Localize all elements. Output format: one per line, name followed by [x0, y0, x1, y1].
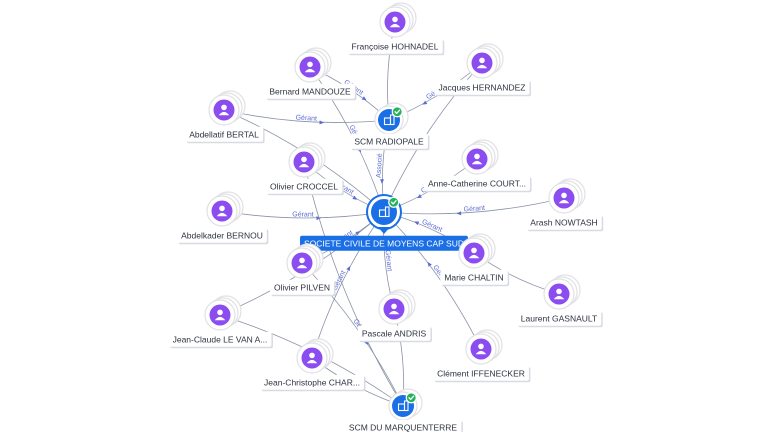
edge-label-chaltin-center: Gérant: [421, 219, 443, 234]
label-background: [423, 175, 531, 191]
edge-arrow-icon: [361, 96, 367, 101]
node-nowtash[interactable]: Arash NOWTASH: [526, 178, 604, 232]
node-label: SCM DU MARQUENTERRE: [349, 422, 457, 432]
verified-check-icon: [388, 196, 400, 208]
label-background: [433, 365, 529, 381]
node-gasnault[interactable]: Laurent GASNAULT: [516, 274, 603, 328]
person-icon: [291, 252, 313, 274]
node-chaltin[interactable]: Marie CHALTIN: [440, 233, 510, 287]
label-background: [300, 235, 468, 251]
edge-nowtash-center: [383, 197, 565, 215]
person-icon: [466, 148, 488, 170]
person-icon: [384, 11, 406, 33]
node-label: Clément IFFENECKER: [437, 368, 525, 378]
node-hohnadel[interactable]: Françoise HOHNADEL: [347, 2, 445, 56]
edge-label-radiopale-center: Associé: [376, 153, 384, 178]
label-background: [269, 279, 335, 295]
node-label: SOCIETE CIVILE DE MOYENS CAP SUD: [304, 238, 464, 248]
person-icon: [471, 52, 493, 74]
node-label: Marie CHALTIN: [444, 272, 503, 282]
node-marquenterre[interactable]: SCM DU MARQUENTERRE: [344, 388, 463, 432]
label-background: [344, 419, 462, 432]
person-icon: [293, 151, 315, 173]
node-courtaud[interactable]: Anne-Catherine COURT...: [423, 139, 532, 193]
edge-label-bernou-center: Gérant: [292, 211, 314, 218]
edge-arrow-icon: [319, 120, 325, 125]
node-radiopale[interactable]: SCM RADIOPALE: [350, 102, 430, 151]
label-background: [516, 310, 602, 326]
edge-arrow-icon: [422, 100, 428, 105]
edge-arrow-icon: [456, 211, 462, 216]
edge-hernandez-center: [383, 62, 483, 213]
edge-label-nowtash-center: Gérant: [463, 205, 485, 214]
label-background: [177, 227, 267, 243]
label-background: [357, 325, 431, 341]
verified-check-icon: [405, 392, 417, 404]
node-label: Arash NOWTASH: [530, 217, 597, 227]
person-icon: [209, 304, 231, 326]
node-pilven[interactable]: Olivier PILVEN: [269, 243, 336, 297]
label-background: [265, 178, 343, 194]
node-label: Jean-Claude LE VAN A...: [173, 334, 268, 344]
label-background: [185, 126, 264, 142]
node-label: Anne-Catherine COURT...: [428, 178, 526, 188]
node-label: Bernard MANDOUZE: [269, 86, 351, 96]
node-label: Olivier PILVEN: [274, 282, 330, 292]
person-icon: [213, 99, 235, 121]
node-label: Pascale ANDRIS: [362, 328, 427, 338]
person-icon: [299, 56, 321, 78]
node-bernou[interactable]: Abdelkader BERNOU: [177, 191, 269, 245]
node-charlet[interactable]: Jean-Christophe CHAR...: [260, 338, 366, 392]
edge-arrow-icon: [380, 179, 385, 184]
edge-arrow-icon: [346, 265, 351, 271]
node-label: Jean-Christophe CHAR...: [264, 377, 360, 387]
node-iffenecker[interactable]: Clément IFFENECKER: [433, 329, 531, 383]
label-background: [347, 38, 443, 54]
edge-label-bertal-radiopale: Gérant: [295, 114, 317, 122]
edge-iffenecker-center: [383, 211, 482, 350]
person-icon: [553, 187, 575, 209]
edge-arrow-icon: [427, 261, 432, 267]
person-icon: [470, 338, 492, 360]
edge-label-andris-center: Gérant: [384, 250, 393, 272]
label-background: [265, 83, 355, 99]
label-background: [434, 79, 530, 95]
person-icon: [463, 242, 485, 264]
node-label: Olivier CROCCEL: [270, 181, 338, 191]
node-label: Françoise HOHNADEL: [352, 41, 439, 51]
node-croccel[interactable]: Olivier CROCCEL: [265, 142, 344, 196]
node-label: Jacques HERNANDEZ: [439, 82, 526, 92]
edge-arrow-icon: [414, 221, 420, 226]
label-background: [168, 331, 272, 347]
nodes-layer: SOCIETE CIVILE DE MOYENS CAP SUD SCM RADI…: [168, 2, 604, 432]
node-center[interactable]: SOCIETE CIVILE DE MOYENS CAP SUD: [300, 194, 468, 251]
label-background: [260, 374, 364, 390]
person-icon: [548, 283, 570, 305]
node-label: SCM RADIOPALE: [354, 136, 424, 146]
person-icon: [211, 200, 233, 222]
edge-arrow-icon: [416, 194, 422, 199]
node-label: Abdellatif BERTAL: [189, 129, 259, 139]
person-icon: [301, 347, 323, 369]
center-pointer: [378, 227, 390, 234]
node-mandouze[interactable]: Bernard MANDOUZE: [265, 47, 357, 101]
label-background: [526, 214, 602, 230]
node-levan[interactable]: Jean-Claude LE VAN A...: [168, 295, 273, 349]
node-label: Abdelkader BERNOU: [181, 230, 263, 240]
person-icon: [383, 298, 405, 320]
node-andris[interactable]: Pascale ANDRIS: [357, 289, 432, 343]
edge-arrow-icon: [352, 195, 358, 200]
verified-check-icon: [391, 106, 403, 118]
node-label: Laurent GASNAULT: [521, 313, 597, 323]
node-bertal[interactable]: Abdellatif BERTAL: [185, 90, 265, 144]
node-hernandez[interactable]: Jacques HERNANDEZ: [434, 43, 531, 97]
label-background: [350, 133, 428, 149]
label-background: [440, 269, 508, 285]
